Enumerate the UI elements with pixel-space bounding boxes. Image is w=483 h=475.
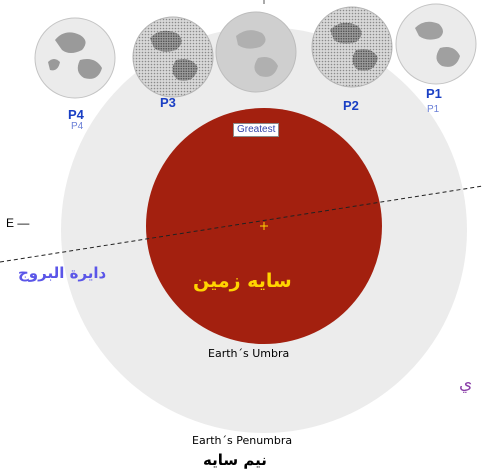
moon-p3 bbox=[132, 16, 214, 98]
penumbra-label-en: Earth´s Penumbra bbox=[192, 434, 293, 447]
moon-p1 bbox=[395, 3, 477, 85]
center-marker bbox=[260, 222, 268, 230]
p4-label: P4 bbox=[68, 107, 84, 122]
p4-sublabel: P4 bbox=[71, 121, 84, 132]
moon-greatest bbox=[215, 11, 297, 93]
penumbra-label-fa: نیم سایه bbox=[203, 451, 267, 469]
moon-p2 bbox=[311, 6, 393, 88]
east-marker: E — bbox=[6, 216, 30, 230]
p1-sublabel: P1 bbox=[427, 104, 440, 115]
umbra-label-fa: سایه زمین bbox=[193, 270, 292, 292]
p1-label: P1 bbox=[426, 86, 442, 101]
ecliptic-line bbox=[0, 185, 483, 263]
umbra-label-en: Earth´s Umbra bbox=[208, 347, 290, 360]
greatest-label: Greatest bbox=[233, 123, 280, 137]
p2-label: P2 bbox=[343, 98, 359, 113]
right-fragment: ي bbox=[459, 374, 473, 394]
moon-p4 bbox=[34, 17, 116, 99]
p3-label: P3 bbox=[160, 95, 176, 110]
ecliptic-label: دایرة البروج bbox=[18, 264, 107, 282]
